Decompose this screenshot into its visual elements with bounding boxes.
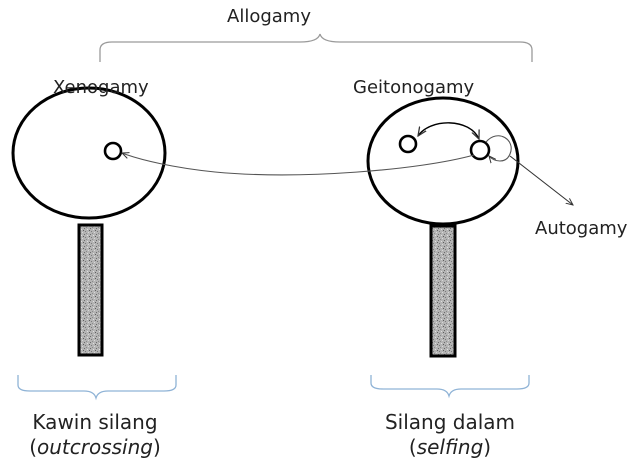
outcrossing-caption-line1: Kawin silang: [10, 410, 180, 435]
selfing-bracket: [371, 375, 529, 396]
left-stem: [79, 225, 102, 355]
xenogamy-label: Xenogamy: [53, 79, 149, 97]
selfing-caption-line2: (selfing): [370, 435, 530, 460]
right-flower-dot-left: [400, 136, 416, 152]
outcrossing-caption-line2: (outcrossing): [10, 435, 180, 460]
right-stem: [431, 226, 455, 356]
outcrossing-caption: Kawin silang (outcrossing): [10, 410, 180, 460]
selfing-caption-line1: Silang dalam: [370, 410, 530, 435]
allogamy-bracket: [100, 34, 532, 62]
autogamy-pointer: [510, 156, 573, 205]
outcrossing-term: outcrossing: [37, 435, 153, 459]
right-flower-head: [368, 98, 518, 224]
outcrossing-bracket: [18, 375, 176, 398]
geitonogamy-label: Geitonogamy: [353, 79, 474, 97]
autogamy-label: Autogamy: [535, 220, 627, 238]
selfing-term: selfing: [417, 435, 484, 459]
selfing-caption: Silang dalam (selfing): [370, 410, 530, 460]
allogamy-label: Allogamy: [227, 8, 311, 26]
right-flower-dot-right: [471, 141, 489, 159]
left-flower-dot: [105, 143, 121, 159]
left-flower-head: [13, 88, 165, 218]
